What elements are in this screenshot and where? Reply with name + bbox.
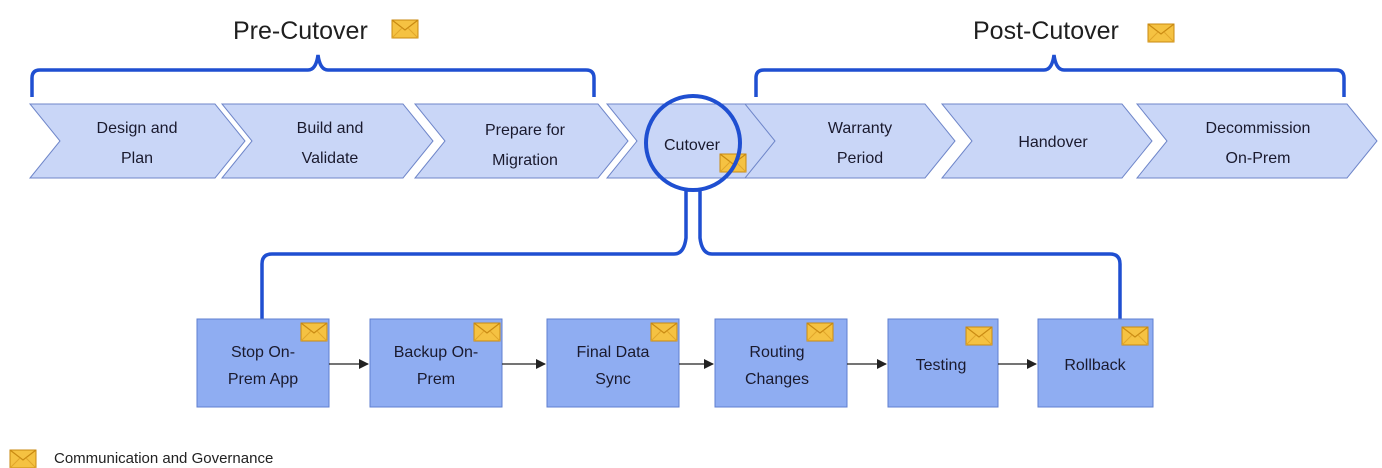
cutover-steps: Stop On- Prem App Backup On- Prem Final … bbox=[196, 318, 1154, 408]
step-label: Changes bbox=[745, 371, 809, 388]
step-routing-changes: Routing Changes bbox=[714, 318, 848, 408]
step-backup-on-prem: Backup On- Prem bbox=[369, 318, 503, 408]
phase-label: Validate bbox=[302, 150, 359, 167]
post-cutover-title: Post-Cutover bbox=[973, 17, 1119, 45]
step-label: Prem bbox=[417, 371, 455, 388]
post-cutover-header: Post-Cutover bbox=[973, 17, 1175, 45]
step-stop-on-prem-app: Stop On- Prem App bbox=[196, 318, 330, 408]
step-label: Backup On- bbox=[394, 344, 478, 361]
pre-cutover-title: Pre-Cutover bbox=[233, 17, 368, 45]
step-final-data-sync: Final Data Sync bbox=[546, 318, 680, 408]
phase-build-and-validate: Build and Validate bbox=[220, 103, 434, 179]
phase-label: Migration bbox=[492, 152, 558, 169]
step-label: Rollback bbox=[1064, 357, 1126, 374]
pre-cutover-bracket bbox=[30, 54, 596, 97]
envelope-icon bbox=[1121, 326, 1149, 346]
cutover-steps-bracket bbox=[260, 188, 1122, 322]
legend-label: Communication and Governance bbox=[54, 450, 273, 467]
step-testing: Testing bbox=[887, 318, 999, 408]
pre-cutover-header: Pre-Cutover bbox=[233, 17, 419, 45]
envelope-icon bbox=[650, 322, 678, 342]
envelope-icon bbox=[473, 322, 501, 342]
envelope-icon bbox=[300, 322, 328, 342]
phase-label: Warranty bbox=[828, 120, 892, 137]
phase-prepare-for-migration: Prepare for Migration bbox=[413, 103, 629, 179]
step-label: Testing bbox=[916, 357, 967, 374]
phase-design-and-plan: Design and Plan bbox=[28, 103, 246, 179]
envelope-icon bbox=[1147, 23, 1175, 43]
phase-label: Handover bbox=[1018, 134, 1088, 151]
phase-label: Decommission bbox=[1206, 120, 1311, 137]
phase-chevrons: Design and Plan Build and Validate Prepa… bbox=[28, 103, 1378, 179]
envelope-icon bbox=[9, 449, 37, 468]
phase-label: Prepare for bbox=[485, 122, 566, 139]
step-label: Routing bbox=[749, 344, 804, 361]
envelope-icon bbox=[391, 19, 419, 39]
legend: Communication and Governance bbox=[9, 449, 273, 468]
step-rollback: Rollback bbox=[1037, 318, 1154, 408]
phase-label: Design and bbox=[97, 120, 178, 137]
envelope-icon bbox=[965, 326, 993, 346]
phase-cutover: Cutover bbox=[605, 103, 778, 179]
step-label: Sync bbox=[595, 371, 631, 388]
step-label: Final Data bbox=[577, 344, 650, 361]
phase-handover: Handover bbox=[940, 103, 1153, 179]
phase-label: On-Prem bbox=[1226, 150, 1291, 167]
phase-decommission-on-prem: Decommission On-Prem bbox=[1135, 103, 1378, 179]
step-label: Stop On- bbox=[231, 344, 295, 361]
envelope-icon bbox=[806, 322, 834, 342]
phase-label: Build and bbox=[297, 120, 364, 137]
phase-warranty-period: Warranty Period bbox=[743, 103, 956, 179]
phase-label: Period bbox=[837, 150, 883, 167]
step-label: Prem App bbox=[228, 371, 298, 388]
phase-label: Plan bbox=[121, 150, 153, 167]
phase-label: Cutover bbox=[664, 137, 721, 154]
post-cutover-bracket bbox=[754, 54, 1346, 97]
